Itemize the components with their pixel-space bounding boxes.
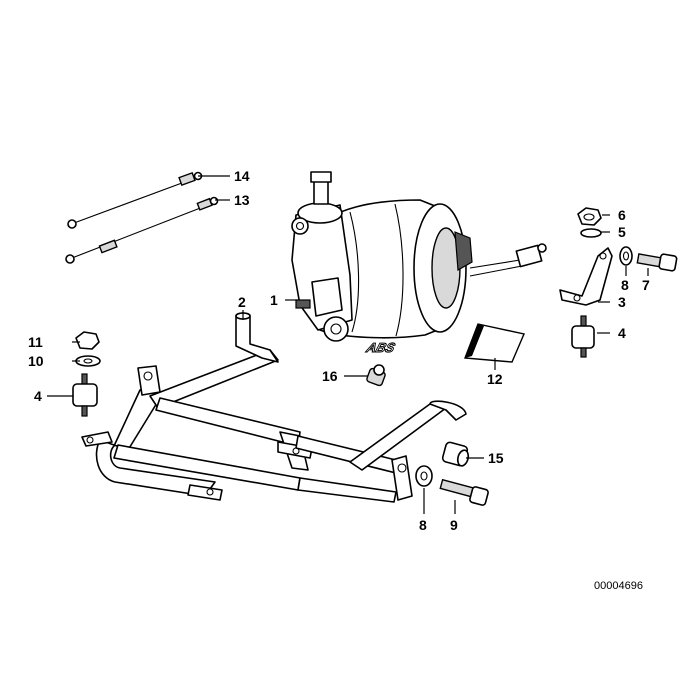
callout-11: 11 [28, 334, 43, 350]
cable-13 [65, 196, 219, 264]
callout-3: 3 [618, 294, 626, 310]
callout-14: 14 [234, 168, 250, 184]
rubber-mount-4-left [72, 373, 98, 417]
callout-5: 5 [618, 224, 626, 240]
callout-9: 9 [450, 517, 458, 533]
callout-12: 12 [487, 371, 503, 387]
callout-16: 16 [322, 368, 338, 384]
sleeve-15 [441, 441, 470, 467]
callout-4-left: 4 [34, 388, 42, 404]
callout-13: 13 [234, 192, 250, 208]
bracket [559, 247, 613, 306]
callout-4-right: 4 [618, 325, 626, 341]
nut-11 [75, 331, 100, 350]
callout-15: 15 [488, 450, 504, 466]
callout-1: 1 [270, 292, 278, 308]
abs-logo-text: ABS [364, 340, 397, 355]
callout-7: 7 [642, 277, 650, 293]
callout-8-lower: 8 [419, 517, 427, 533]
bolt-9 [439, 478, 489, 506]
rubber-mount-4-right [571, 315, 595, 358]
callout-6: 6 [618, 207, 626, 223]
callout-labels: 1 2 3 4 4 5 6 7 8 8 9 10 11 12 13 14 15 … [28, 168, 650, 533]
holder-frame [81, 312, 467, 503]
cable-14 [67, 171, 203, 229]
callout-10: 10 [28, 353, 44, 369]
pressure-modulator [291, 171, 547, 342]
washer-8-upper [619, 246, 633, 266]
callout-8-upper: 8 [621, 277, 629, 293]
plug-16 [366, 364, 386, 387]
bolt-7 [636, 253, 678, 272]
diagram-reference-number: 00004696 [594, 580, 643, 592]
washer-5 [580, 228, 602, 238]
callout-2: 2 [238, 294, 246, 310]
washer-8-lower [415, 465, 433, 487]
nut-6 [577, 207, 602, 226]
leader-lines [47, 175, 649, 514]
abs-badge: ABS [363, 323, 525, 363]
